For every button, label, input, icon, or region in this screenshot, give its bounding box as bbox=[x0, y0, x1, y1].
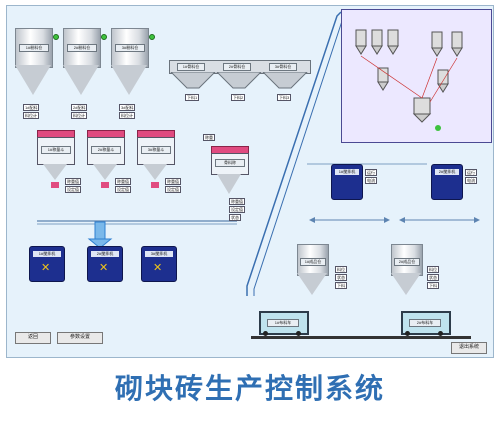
aggregate-tag: 下料2 bbox=[231, 94, 246, 101]
exit-button[interactable]: 退出系统 bbox=[451, 342, 487, 354]
silo-label: 2#粉料仓 bbox=[67, 44, 97, 52]
product-silo-tag: 料位 bbox=[427, 266, 439, 273]
cart[interactable]: 1#布料车 bbox=[259, 311, 309, 335]
product-silo-label: 2#成品仓 bbox=[394, 258, 420, 266]
aggregate-bin-label: 1#骨料仓 bbox=[177, 63, 205, 71]
right-mixer[interactable]: 2#搅拌机 bbox=[431, 164, 463, 200]
aggregate-bin-label: 3#骨料仓 bbox=[269, 63, 297, 71]
aggregate-tag: 下料3 bbox=[277, 94, 292, 101]
status-led bbox=[53, 34, 59, 40]
cart-track bbox=[251, 336, 471, 339]
overview-diagram bbox=[355, 29, 463, 131]
product-silo-tag: 状态 bbox=[427, 274, 439, 281]
fan-icon: ✕ bbox=[41, 262, 51, 274]
mixer-tag: 运行 bbox=[365, 169, 377, 176]
product-silo-label: 1#成品仓 bbox=[300, 258, 326, 266]
side-scale-tag: 称重值 bbox=[229, 198, 245, 205]
hmi-panel: 1#粉料仓 1#配料 料位计 2#粉料仓 2#配料 料位计 3#粉料仓 3#配料… bbox=[6, 5, 494, 358]
silo-tag: 1#配料 bbox=[23, 104, 40, 111]
cart-label: 1#布料车 bbox=[267, 319, 299, 327]
side-scale-top-tag: 称重 bbox=[203, 134, 215, 141]
aggregate-hoppers bbox=[170, 72, 308, 89]
overview-map[interactable] bbox=[341, 9, 492, 143]
mixer-label: 1#搅拌机 bbox=[33, 251, 61, 257]
side-scale-tag: 设定值 bbox=[229, 206, 245, 213]
silo-tag: 料位计 bbox=[119, 112, 135, 119]
mixer-label: 2#搅拌机 bbox=[435, 169, 459, 175]
silo-label: 3#粉料仓 bbox=[115, 44, 145, 52]
mixer-label: 2#搅拌机 bbox=[91, 251, 119, 257]
aggregate-bin-label: 2#骨料仓 bbox=[223, 63, 251, 71]
side-scale-label: 骨料称 bbox=[215, 159, 245, 167]
scale-label: 2#称量斗 bbox=[91, 146, 121, 154]
right-mixer[interactable]: 1#搅拌机 bbox=[331, 164, 363, 200]
fan-icon: ✕ bbox=[99, 262, 109, 274]
scale-tag: 设定值 bbox=[65, 186, 81, 193]
back-button[interactable]: 返回 bbox=[15, 332, 51, 344]
mixer-tag: 电流 bbox=[465, 177, 477, 184]
mixer-label: 1#搅拌机 bbox=[335, 169, 359, 175]
mixer-tag: 电流 bbox=[365, 177, 377, 184]
fan-icon: ✕ bbox=[153, 262, 163, 274]
product-silo-tag: 下料 bbox=[427, 282, 439, 289]
scale-label: 3#称量斗 bbox=[141, 146, 171, 154]
status-led bbox=[149, 34, 155, 40]
bottom-mixer[interactable]: 2#搅拌机 ✕ bbox=[87, 246, 123, 282]
aggregate-tag: 下料1 bbox=[185, 94, 200, 101]
product-silo-tag: 状态 bbox=[335, 274, 347, 281]
mixer-label: 3#搅拌机 bbox=[145, 251, 173, 257]
process-lines bbox=[37, 11, 480, 296]
scale-label: 1#称量斗 bbox=[41, 146, 71, 154]
scale-tag: 设定值 bbox=[165, 186, 181, 193]
side-scale-tag: 状态 bbox=[229, 214, 241, 221]
silo-tag: 2#配料 bbox=[71, 104, 88, 111]
scale-tag: 称重值 bbox=[65, 178, 81, 185]
page-title: 砌块砖生产控制系统 bbox=[114, 372, 385, 405]
scale-tag: 称重值 bbox=[165, 178, 181, 185]
cart-label: 2#布料车 bbox=[409, 319, 441, 327]
mixer-tag: 运行 bbox=[465, 169, 477, 176]
bottom-mixer[interactable]: 3#搅拌机 ✕ bbox=[141, 246, 177, 282]
scale-tag: 称重值 bbox=[115, 178, 131, 185]
product-silo-tag: 料位 bbox=[335, 266, 347, 273]
silo-tag: 3#配料 bbox=[119, 104, 136, 111]
scale-tag: 设定值 bbox=[115, 186, 131, 193]
status-led bbox=[101, 34, 107, 40]
settings-button[interactable]: 参数设置 bbox=[57, 332, 103, 344]
product-silo-tag: 下料 bbox=[335, 282, 347, 289]
silo-tag: 料位计 bbox=[71, 112, 87, 119]
silo-label: 1#粉料仓 bbox=[19, 44, 49, 52]
bottom-mixer[interactable]: 1#搅拌机 ✕ bbox=[29, 246, 65, 282]
silo-tag: 料位计 bbox=[23, 112, 39, 119]
